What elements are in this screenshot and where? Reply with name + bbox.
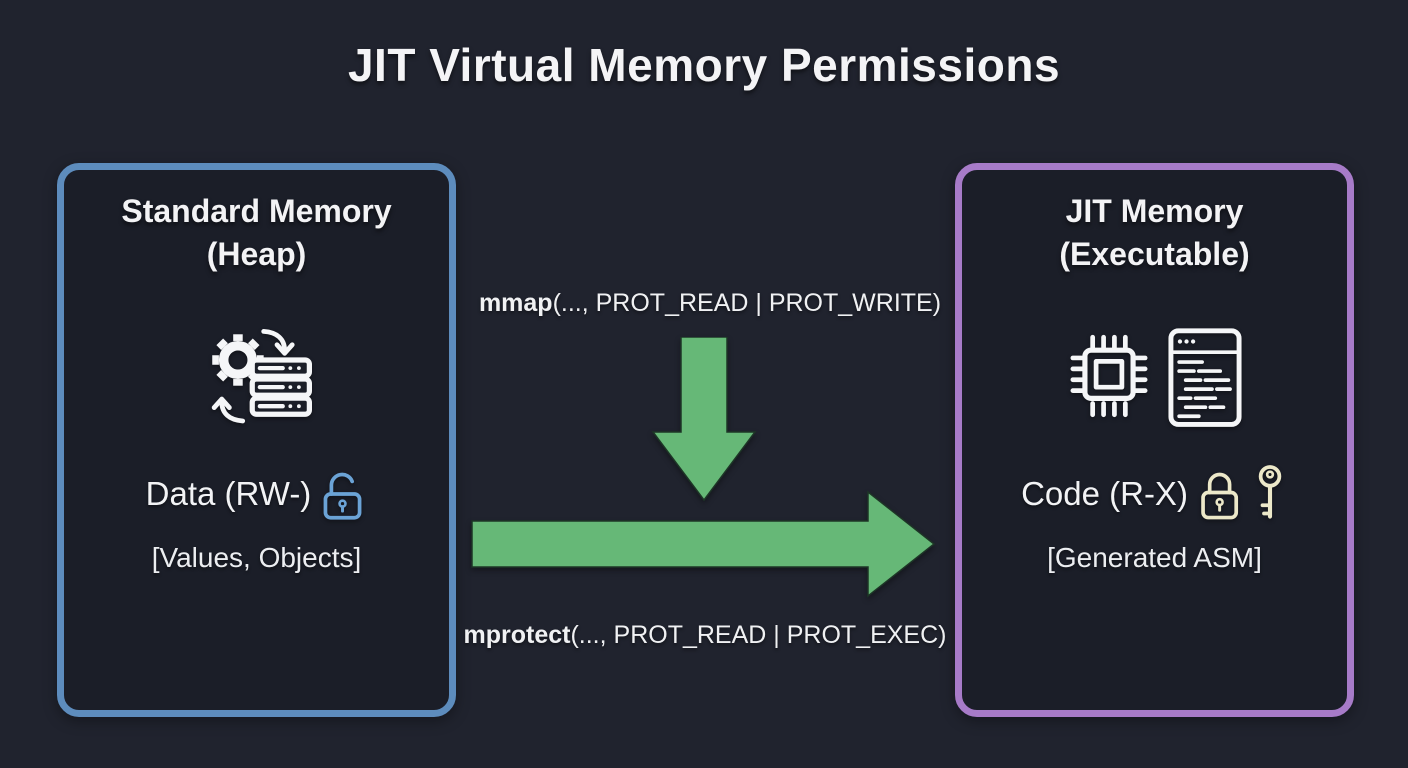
mmap-function-args: (..., PROT_READ | PROT_WRITE) — [552, 289, 942, 317]
jit-memory-icon-row — [962, 320, 1347, 432]
jit-memory-box-title: JIT Memory (Executable) — [962, 190, 1347, 276]
jit-memory-box: JIT Memory (Executable) — [955, 163, 1354, 717]
gear-database-icon — [211, 329, 312, 424]
jit-memory-title-line2: (Executable) — [1059, 236, 1250, 272]
jit-memory-permission-label: Code (R-X) — [1021, 475, 1188, 512]
standard-memory-icon-row — [64, 320, 449, 440]
jit-memory-permission-row: Code (R-X) — [962, 464, 1347, 524]
standard-memory-box: Standard Memory (Heap) — [57, 163, 456, 717]
mprotect-call-label: mprotect(..., PROT_READ | PROT_EXEC) — [455, 621, 955, 650]
cpu-chip-icon — [1070, 334, 1147, 418]
mprotect-right-arrow — [471, 490, 936, 598]
mmap-call-label: mmap(..., PROT_READ | PROT_WRITE) — [460, 289, 960, 318]
standard-memory-title-line2: (Heap) — [206, 236, 307, 272]
standard-memory-permission-row: Data (RW-) — [64, 464, 449, 524]
standard-memory-contents-label: [Values, Objects] — [151, 542, 362, 573]
unlocked-padlock-icon — [323, 472, 362, 520]
code-window-icon — [1167, 328, 1242, 427]
standard-memory-title-line1: Standard Memory — [121, 193, 392, 229]
key-icon — [1258, 465, 1282, 519]
jit-memory-contents-label: [Generated ASM] — [1047, 542, 1262, 573]
mmap-function-name: mmap — [478, 289, 553, 317]
locked-padlock-icon — [1201, 472, 1238, 520]
mprotect-function-args: (..., PROT_READ | PROT_EXEC) — [570, 621, 947, 649]
mmap-down-arrow — [651, 337, 757, 502]
jit-memory-title-line1: JIT Memory — [1065, 193, 1244, 229]
mprotect-function-name: mprotect — [463, 621, 571, 649]
page-title: JIT Virtual Memory Permissions — [347, 39, 1061, 91]
standard-memory-permission-label: Data (RW-) — [145, 475, 312, 512]
standard-memory-box-title: Standard Memory (Heap) — [64, 190, 449, 276]
